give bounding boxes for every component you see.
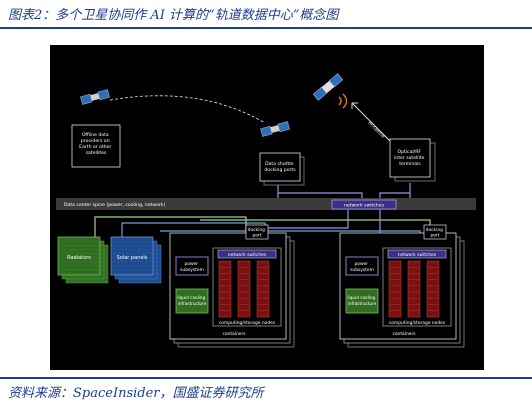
right-dock-line-2: port <box>431 233 440 239</box>
svg-text:docking port: docking port <box>426 227 445 239</box>
right-liquid-line-2: infrastructure <box>348 301 377 306</box>
datacenter-spine: Data center spine (power, cooling, netwo… <box>56 198 476 210</box>
docking-ports-line-2: docking ports <box>264 167 296 173</box>
optical-line-2: inter satellite <box>394 155 425 161</box>
bottom-rule <box>0 377 532 379</box>
right-liquid-line-1: liquid cooling <box>347 295 375 300</box>
optical-line-1: Optical/RF <box>397 149 421 155</box>
orbital-datacenter-diagram: Offline data providers on Earth or other… <box>50 45 484 370</box>
optical-terminal-box: Optical/RF inter satellite terminals <box>389 138 436 182</box>
right-server-racks <box>388 260 440 318</box>
left-dock-line-1: docking <box>248 227 265 233</box>
server-rack <box>388 260 402 318</box>
diagram-canvas: Offline data providers on Earth or other… <box>56 73 476 348</box>
docking-ports-line-1: Data shuttle <box>265 161 294 167</box>
comm-satellite-icon <box>312 73 344 101</box>
spine-label: Data center spine (power, cooling, netwo… <box>64 202 165 208</box>
offline-line-1: Offline data <box>82 132 109 138</box>
server-rack <box>256 260 270 318</box>
optical-line-3: terminals <box>399 161 421 167</box>
left-container-cluster: docking port power subsystem liquid cool… <box>169 224 295 348</box>
left-containers-label: containers <box>222 331 246 337</box>
svg-text:liquid cooling infrastru: liquid cooling infrastructure <box>177 295 206 306</box>
right-network-switches: network switches <box>398 252 437 258</box>
spine-network-switches: network switches <box>344 203 385 209</box>
left-power-line-1: power <box>185 261 199 267</box>
right-container-cluster: docking port power subsystem liquid cool… <box>339 224 465 348</box>
left-dock-line-2: port <box>253 233 262 239</box>
offline-satellite-icon <box>80 89 110 105</box>
svg-text:Offline data providers o: Offline data providers on Earth or other… <box>79 132 113 156</box>
server-rack <box>218 260 232 318</box>
shuttle-flight-path <box>109 95 266 124</box>
offline-providers-box: Offline data providers on Earth or other… <box>71 124 121 168</box>
docking-ports-box: Data shuttle docking ports <box>259 152 305 186</box>
left-network-switches: network switches <box>228 252 267 258</box>
server-rack <box>426 260 440 318</box>
left-server-racks <box>218 260 270 318</box>
offline-line-2: providers on <box>81 138 110 144</box>
left-liquid-line-2: infrastructure <box>178 301 207 306</box>
svg-text:power subsystem: power subsystem <box>350 261 374 273</box>
right-dock-line-1: docking <box>426 227 443 233</box>
svg-text:Data shuttle docking por: Data shuttle docking ports <box>264 161 296 173</box>
offline-line-4: satellites <box>86 150 107 156</box>
svg-text:Optical/RF inter satelli: Optical/RF inter satellite terminals <box>394 149 426 167</box>
solar-panels: Solar panels <box>110 236 162 284</box>
radiators-panel: Radiators <box>57 236 109 284</box>
offline-line-3: Earth or other <box>79 144 111 150</box>
svg-text:docking port: docking port <box>248 227 267 239</box>
solar-label: Solar panels <box>117 255 148 261</box>
source-note: 资料来源：SpaceInsider，国盛证券研究所 <box>8 386 264 401</box>
svg-text:power subsystem: power subsystem <box>180 261 204 273</box>
radiators-label: Radiators <box>67 255 91 261</box>
right-power-line-1: power <box>355 261 369 267</box>
rf-link-label: RF/Optical <box>367 120 386 139</box>
server-rack <box>237 260 251 318</box>
svg-text:liquid cooling infrastru: liquid cooling infrastructure <box>347 295 376 306</box>
right-power-line-2: subsystem <box>350 267 374 273</box>
figure-caption: 图表2：多个卫星协同作 AI 计算的“轨道数据中心”概念图 <box>8 8 339 23</box>
right-compute-label: computing/storage nodes <box>389 320 446 326</box>
signal-waves-icon <box>338 93 348 109</box>
left-compute-label: computing/storage nodes <box>219 320 276 326</box>
shuttle-satellite-icon <box>260 121 290 137</box>
server-rack <box>407 260 421 318</box>
top-rule <box>0 27 532 29</box>
left-liquid-line-1: liquid cooling <box>177 295 205 300</box>
right-containers-label: containers <box>392 331 416 337</box>
left-power-line-2: subsystem <box>180 267 204 273</box>
